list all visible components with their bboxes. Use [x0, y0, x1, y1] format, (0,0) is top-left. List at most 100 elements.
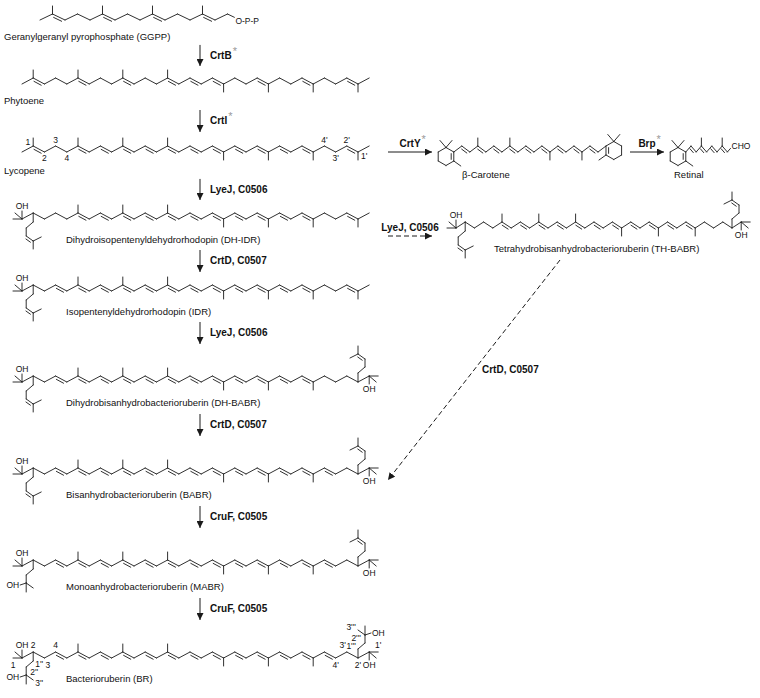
molecule-node: Tetrahydrobisanhydrobacterioruberin (TH-… [432, 190, 756, 260]
bond-line [156, 285, 167, 291]
structure-label: OH [450, 211, 463, 220]
bond-line [101, 655, 108, 659]
bond-line [714, 222, 723, 228]
bond-line [302, 285, 313, 291]
bond-line [280, 376, 291, 382]
bond-line [179, 652, 190, 658]
bond-line [268, 291, 269, 299]
bond-line [13, 382, 22, 383]
bond-line [122, 205, 123, 213]
bond-line [438, 161, 446, 166]
bond-line [123, 146, 134, 152]
bond-line [168, 376, 179, 382]
structure-label: O-P-P [235, 17, 259, 26]
bond-line [347, 376, 358, 382]
bond-line [605, 146, 606, 155]
bond-line [358, 438, 359, 446]
bond-line [268, 468, 279, 474]
bond-line [324, 652, 335, 658]
bond-line [358, 376, 369, 382]
bond-line [78, 14, 91, 20]
bond-line [614, 155, 622, 160]
bond-line [168, 216, 175, 220]
bond-line [112, 468, 123, 474]
bond-line [494, 149, 499, 153]
bond-line [454, 146, 462, 152]
bond-line [649, 222, 658, 228]
bond-line [358, 357, 362, 360]
bond-line [190, 652, 201, 658]
bond-line [15, 213, 22, 219]
bond-line [280, 216, 287, 220]
bond-line [502, 146, 510, 152]
structure-label: 2 [42, 154, 47, 163]
bond-line [369, 468, 370, 476]
bond-line [100, 652, 111, 658]
bond-line [711, 149, 714, 153]
bond-line [280, 560, 291, 566]
bond-line [246, 213, 257, 219]
enzyme-label: LyeJ, C0506 [210, 184, 267, 196]
bond-line [280, 471, 287, 475]
bond-line [145, 78, 156, 84]
bond-line [190, 560, 201, 566]
bond-line [22, 283, 23, 291]
bond-line [478, 146, 486, 152]
bond-line [336, 146, 347, 152]
bond-line [631, 225, 637, 229]
bond-line [146, 149, 153, 153]
asterisk-mark: * [422, 134, 426, 145]
bond-line [235, 146, 246, 152]
bond-line [324, 285, 335, 291]
bond-line [212, 213, 223, 219]
bond-line [678, 148, 686, 153]
bond-line [79, 379, 86, 383]
bond-line [303, 655, 310, 659]
bond-line [695, 228, 696, 236]
bond-line [686, 225, 692, 229]
bond-line [168, 379, 175, 383]
bond-line [26, 661, 33, 667]
bond-line [33, 313, 34, 321]
bond-line [456, 220, 457, 228]
bond-line [56, 285, 67, 291]
bond-line [302, 560, 313, 566]
bond-line [291, 376, 302, 382]
bond-line [154, 17, 162, 21]
bond-line [44, 213, 55, 219]
enzyme-label: CrtD, C0507 [482, 364, 539, 376]
bond-line [258, 655, 265, 659]
bond-line [152, 6, 153, 14]
bond-line [324, 213, 335, 219]
bond-line [658, 222, 667, 228]
bond-line [235, 376, 246, 382]
bond-line [33, 652, 44, 658]
bond-line [101, 563, 108, 567]
bond-line [313, 382, 314, 390]
bond-line [236, 655, 243, 659]
bond-line [348, 149, 355, 153]
bond-line [112, 560, 123, 566]
molecule-node: Dihydroisopentenyldehydrorhodopin (DH-ID… [4, 200, 388, 250]
bond-line [22, 652, 33, 658]
bond-line [502, 222, 511, 228]
bond-line [280, 655, 287, 659]
structure-label: 2'' [30, 668, 38, 677]
bond-line [101, 288, 108, 292]
structure-label: OH [16, 457, 29, 466]
bond-line [446, 141, 452, 148]
bond-line [446, 161, 454, 166]
bond-line [358, 551, 365, 557]
bond-line [649, 225, 655, 229]
bond-line [690, 149, 693, 153]
bond-line [122, 368, 123, 376]
structure-label: 3'' [35, 679, 43, 688]
bond-line [613, 225, 619, 229]
bond-line [365, 633, 371, 635]
structure-label: OH [363, 569, 376, 578]
bond-line [280, 468, 291, 474]
bond-line [228, 14, 235, 17]
bond-line [510, 149, 515, 153]
bond-line [478, 149, 483, 153]
enzyme-label: CrtB [210, 50, 232, 62]
